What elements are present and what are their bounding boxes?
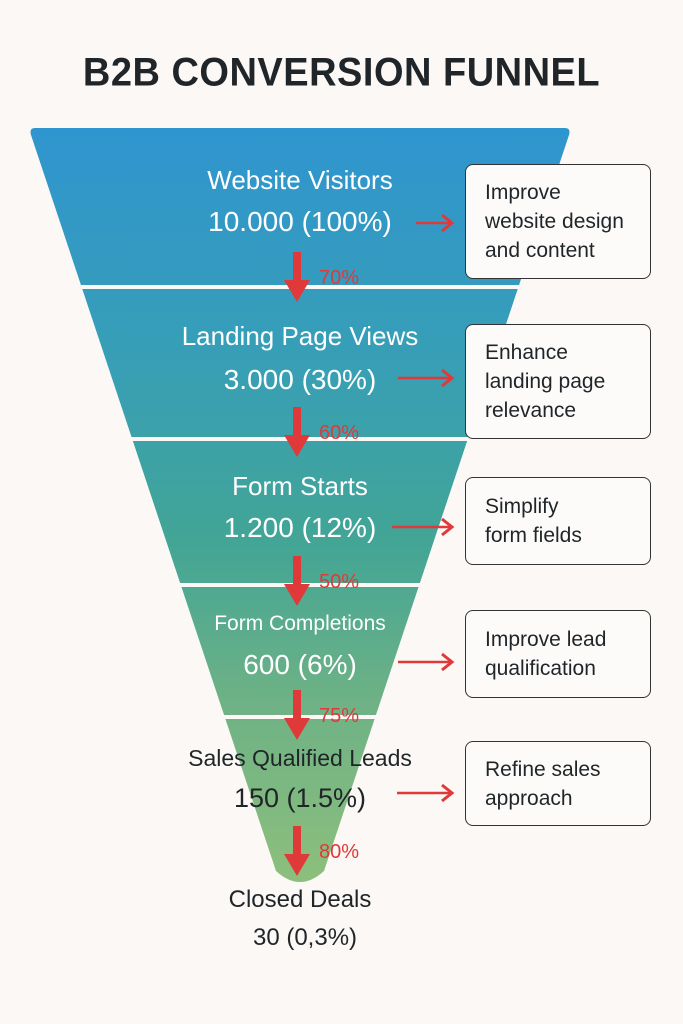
right-arrow-icon: [392, 517, 455, 537]
recommendation-box: Enhance landing page relevance: [465, 324, 651, 439]
right-arrow-icon: [398, 368, 455, 388]
drop-rate-label: 75%: [319, 705, 360, 727]
recommendation-line: approach: [485, 786, 573, 810]
stage-value: 150 (1.5%): [233, 783, 367, 813]
stage-value: 30 (0,3%): [252, 924, 358, 951]
recommendation-line: Enhance: [485, 341, 568, 364]
recommendation-box: Improve website design and content: [465, 164, 651, 279]
stage-value: 600 (6%): [243, 649, 357, 680]
stage-label: Form Completions: [214, 612, 386, 635]
funnel-body: [30, 128, 570, 882]
down-arrow-icon: [284, 556, 310, 606]
recommendation-line: Refine sales: [485, 757, 601, 781]
recommendation-line: form fields: [485, 524, 582, 547]
recommendation-line: website design: [485, 210, 624, 233]
recommendation-line: relevance: [485, 399, 577, 422]
recommendation-box: Improve lead qualification: [465, 610, 651, 698]
stage-value: 1.200 (12%): [223, 512, 377, 543]
drop-rate-label: 50%: [319, 571, 360, 593]
recommendation-line: landing page: [485, 370, 606, 393]
recommendation-box: Refine sales approach: [465, 741, 651, 826]
down-arrow-icon: [284, 690, 310, 740]
drop-rate-label: 70%: [319, 267, 360, 289]
recommendation-line: Improve: [485, 181, 561, 204]
down-arrow-icon: [284, 407, 310, 457]
stage-label: Landing Page Views: [181, 321, 419, 351]
drop-rate-label: 80%: [319, 841, 360, 863]
recommendation-box: Simplify form fields: [465, 477, 651, 565]
stage-label: Sales Qualified Leads: [188, 745, 412, 771]
right-arrow-icon: [416, 213, 455, 233]
recommendation-line: Improve lead: [485, 628, 607, 651]
recommendation-line: and content: [485, 239, 595, 262]
stage-value: 3.000 (30%): [223, 364, 377, 395]
stage-label: Closed Deals: [228, 886, 372, 913]
chart-title: B2B CONVERSION FUNNEL: [82, 50, 601, 96]
down-arrow-icon: [284, 826, 310, 876]
drop-rate-label: 60%: [319, 422, 360, 444]
recommendation-line: qualification: [485, 657, 596, 680]
right-arrow-icon: [398, 652, 455, 672]
stage-value: 10.000 (100%): [208, 206, 392, 237]
down-arrow-icon: [284, 252, 310, 302]
stage-label: Website Visitors: [207, 165, 393, 195]
stage-label: Form Starts: [232, 471, 368, 501]
right-arrow-icon: [397, 783, 455, 803]
recommendation-line: Simplify: [485, 495, 559, 518]
